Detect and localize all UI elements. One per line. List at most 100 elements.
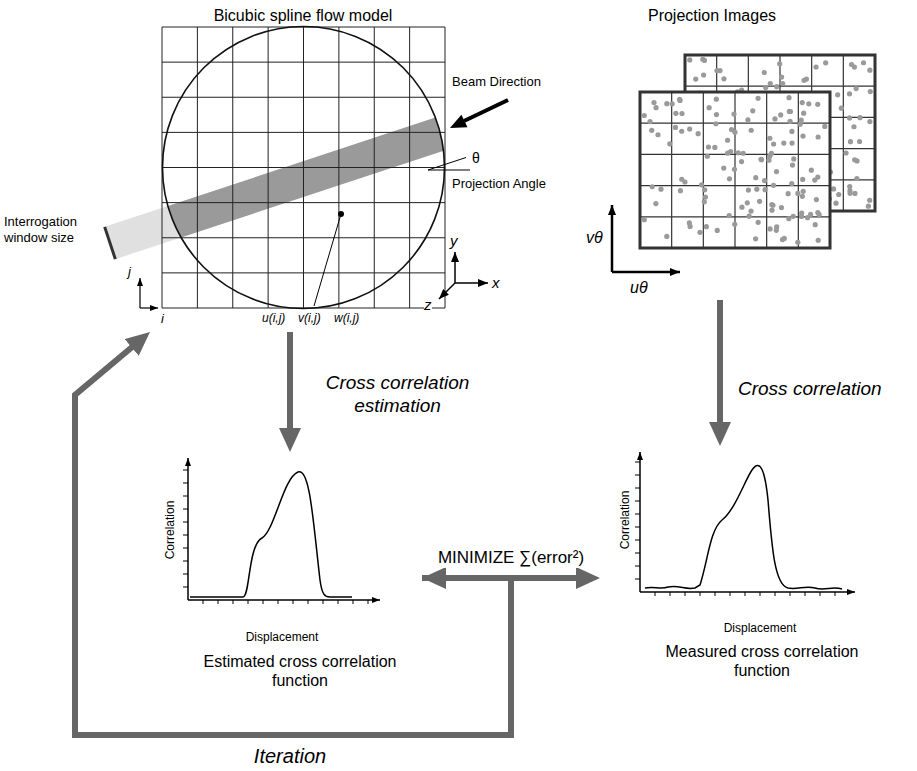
axis-tick: [183, 496, 188, 497]
objective-label: MINIMIZE ∑(error²): [438, 548, 584, 568]
axis-name: z: [424, 296, 432, 314]
particle-dot: [847, 184, 852, 189]
particle-dot: [809, 168, 814, 173]
particle-dot: [804, 76, 809, 81]
particle-dot: [823, 60, 828, 65]
beam-arrowhead: [450, 115, 468, 128]
particle-dot: [702, 187, 707, 192]
particle-dot: [799, 118, 804, 123]
estimated-curve: [190, 472, 352, 597]
particle-dot: [727, 176, 732, 181]
particle-dot: [805, 215, 810, 220]
particle-dot: [854, 176, 859, 181]
axis-tick: [218, 600, 219, 604]
axis-tick: [183, 509, 188, 510]
axis-tick: [233, 600, 234, 604]
particle-dot: [768, 226, 773, 231]
particle-dot: [653, 105, 658, 110]
particle-dot: [866, 204, 871, 209]
particle-dot: [795, 191, 800, 196]
step-label: Cross correlation: [738, 378, 882, 401]
particle-dot: [777, 61, 782, 66]
flow-model-grid: Bicubic spline flow model: [150, 4, 450, 332]
particle-dot: [786, 95, 791, 100]
velocity-component: u(i,j): [262, 311, 285, 325]
angle-label: Projection Angle: [452, 176, 546, 192]
axis-tick: [368, 600, 369, 604]
particle-dot: [732, 167, 737, 172]
beam-band: [105, 118, 446, 259]
particle-dot: [801, 189, 806, 194]
particle-dot: [673, 111, 678, 116]
particle-dot: [725, 138, 730, 143]
particle-dot: [703, 194, 708, 199]
particle-dot: [780, 237, 785, 242]
particle-dot: [815, 134, 820, 139]
plot-axis: [640, 591, 855, 593]
particle-dot: [789, 140, 794, 145]
step-label: Cross correlation estimation: [305, 372, 490, 418]
axis-tick: [745, 592, 746, 596]
axis-tick: [635, 553, 640, 554]
particle-dot: [667, 141, 672, 146]
panel-title: Projection Images: [648, 6, 776, 25]
axis-tick: [183, 522, 188, 523]
particle-dot: [699, 182, 704, 187]
axis-tick: [183, 535, 188, 536]
particle-dot: [677, 98, 682, 103]
window-size-tick: [105, 227, 116, 259]
particle-dot: [861, 60, 866, 65]
particle-dot: [747, 214, 752, 219]
image-axis-name: uθ: [630, 278, 648, 297]
axis-tick: [203, 600, 204, 604]
projection-image: [640, 92, 830, 248]
particle-dot: [835, 92, 840, 97]
particle-dot: [715, 228, 720, 233]
image-grid-line: [703, 92, 704, 248]
plot-axis: [639, 452, 641, 592]
particle-dot: [812, 178, 817, 183]
plot-caption: Estimated cross correlation function: [200, 652, 400, 690]
particle-dot: [704, 224, 709, 229]
leader-line: [314, 214, 341, 306]
particle-dot: [779, 74, 784, 79]
particle-dot: [732, 222, 737, 227]
grid-line: [162, 237, 445, 238]
particle-dot: [655, 132, 660, 137]
axis-tick: [635, 540, 640, 541]
particle-dot: [769, 202, 774, 207]
particle-dot: [728, 149, 733, 154]
panel-title: Bicubic spline flow model: [214, 6, 393, 25]
particle-dot: [763, 85, 768, 90]
axis-arrow: [612, 271, 680, 274]
particle-dot: [677, 97, 682, 102]
axis-label: Displacement: [724, 621, 797, 635]
particle-dot: [739, 159, 744, 164]
particle-dot: [754, 187, 759, 192]
particle-dot: [687, 126, 692, 131]
image-grid-line: [843, 55, 844, 211]
particle-dot: [714, 112, 719, 117]
particle-dot: [774, 228, 779, 233]
axis-arrow: [455, 282, 488, 284]
grid-line: [162, 202, 445, 203]
particle-dot: [789, 181, 794, 186]
particle-dot: [721, 76, 726, 81]
particle-dot: [745, 117, 750, 122]
particle-dot: [800, 177, 805, 182]
image-grid-line: [640, 185, 830, 186]
grid-line: [374, 27, 375, 308]
particle-dot: [806, 101, 811, 106]
particle-dot: [649, 128, 654, 133]
loop-label: Iteration: [254, 744, 326, 768]
axis-tick: [635, 462, 640, 463]
particle-dot: [678, 188, 683, 193]
grid-line: [338, 27, 339, 308]
particle-dot: [800, 133, 805, 138]
particle-dot: [714, 97, 719, 102]
particle-dot: [745, 200, 750, 205]
particle-dot: [750, 108, 755, 113]
grid-line: [162, 272, 445, 273]
particle-dot: [642, 217, 647, 222]
particle-dot: [774, 169, 779, 174]
